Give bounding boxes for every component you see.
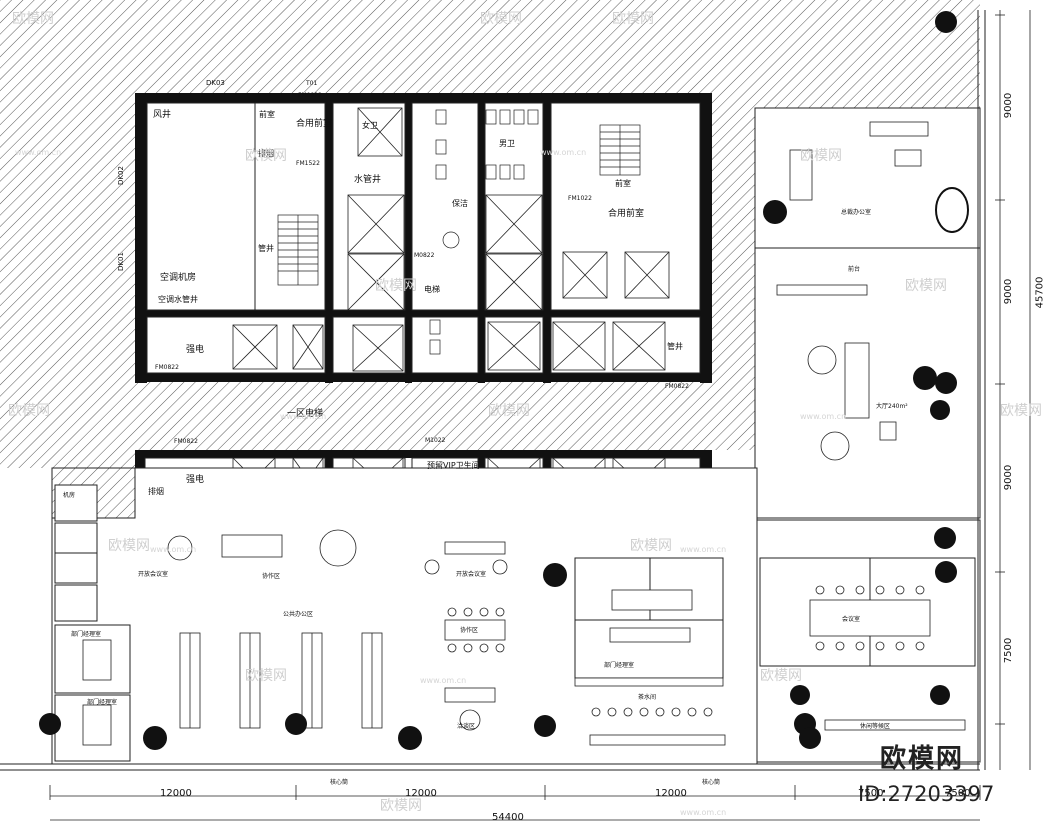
desk-clusters	[82, 121, 966, 746]
round-tables	[167, 345, 925, 731]
dim-bottom-total: 54400	[492, 812, 524, 823]
watermark-brand: 欧模网	[880, 744, 965, 774]
stairs	[277, 124, 641, 286]
code-fm0822-3: FM0822	[174, 438, 198, 445]
code-fm1522: FM1522	[296, 160, 320, 167]
room-label-server-room: 机房	[63, 492, 76, 499]
watermark-tile: 欧模网	[905, 278, 947, 294]
watermark-tile: 欧模网	[630, 538, 672, 554]
room-label-negotiation-area: 洽谈区	[457, 723, 476, 730]
room-label-manager-office-1: 部门经理室	[71, 631, 102, 638]
room-label-collab-area-1: 协作区	[262, 573, 281, 580]
dim-bottom-5: 7500	[945, 788, 971, 799]
room-label-smoke-1: 排烟	[258, 149, 274, 158]
code-m1022: M1022	[425, 437, 446, 444]
dim-bottom-3: 12000	[655, 788, 687, 799]
room-label-smoke-2: 排烟	[148, 487, 164, 496]
room-label-anteroom: 前室	[259, 110, 275, 119]
room-label-mens-restroom: 男卫	[499, 139, 515, 148]
watermark-tile: 欧模网	[245, 668, 287, 684]
curtain-wall	[0, 10, 986, 771]
room-label-collab-area-2: 协作区	[460, 627, 479, 634]
watermark-url: www.om.cn	[540, 148, 587, 157]
room-label-open-meeting-1: 开放会议室	[138, 571, 169, 578]
watermark-url: www.om.cn	[680, 808, 727, 817]
room-label-zone-1-elevators: 一区电梯	[287, 409, 324, 419]
dim-right-3: 9000	[1003, 464, 1015, 491]
watermark-url: www.om.cn	[280, 412, 327, 421]
room-label-open-meeting-2: 开放会议室	[456, 571, 487, 578]
code-m0822: M0822	[414, 252, 435, 259]
room-label-shared-anteroom-2: 合用前室	[608, 209, 645, 219]
watermark-tile: 欧模网	[480, 11, 522, 27]
watermark-tile: 欧模网	[380, 798, 422, 814]
room-label-womens-restroom: 女卫	[362, 121, 378, 130]
code-fm1022: FM1022	[568, 195, 592, 202]
code-fm0822-1: FM0822	[298, 92, 322, 99]
room-label-pantry: 茶水间	[638, 694, 657, 701]
axis-mark-2: 核心筒	[702, 779, 721, 786]
code-dk01: DK01	[116, 252, 125, 271]
dim-bottom-4: 7500	[858, 788, 884, 799]
room-label-electrical-1: 强电	[186, 345, 205, 355]
code-dk03: DK03	[206, 79, 225, 87]
watermark-url: www.om.cn	[150, 545, 197, 554]
code-t01: T01	[306, 80, 318, 87]
room-label-shared-anteroom-1: 合用前室	[296, 119, 333, 129]
room-label-meeting-room: 会议室	[842, 616, 861, 623]
room-label-manager-office-2: 部门经理室	[87, 699, 118, 706]
watermark-url: www.om.cn	[800, 412, 847, 421]
dim-right-1: 9000	[1003, 92, 1015, 119]
code-fm0822-2: FM0822	[155, 364, 179, 371]
watermark-tile: 欧模网	[8, 403, 50, 419]
room-label-pipe-shaft-left: 管井	[258, 244, 274, 253]
watermark-tile: 欧模网	[800, 148, 842, 164]
watermark-url: www.om.cn	[420, 676, 467, 685]
room-label-water-shaft: 水管井	[354, 175, 382, 185]
axis-mark-1: 核心筒	[330, 779, 349, 786]
room-label-ac-room: 空调机房	[160, 273, 197, 283]
watermark-tile: 欧模网	[108, 538, 150, 554]
room-label-lounge: 休闲等候区	[860, 723, 891, 730]
room-label-anteroom-2: 前室	[615, 179, 631, 188]
dim-right-4: 7500	[1003, 637, 1015, 664]
room-label-vip-restroom: 预留VIP卫生间	[427, 461, 480, 470]
room-label-pipe-shaft-right: 管井	[667, 342, 683, 351]
watermark-tile: 欧模网	[760, 668, 802, 684]
lower-office	[51, 467, 976, 765]
toilet-fixtures	[429, 109, 539, 355]
room-label-ac-pipe-shaft: 空调水管井	[158, 295, 198, 304]
structural-columns	[39, 11, 969, 737]
code-dk02: DK02	[116, 166, 125, 185]
room-label-electrical-2: 强电	[186, 475, 205, 485]
dim-right-2: 9000	[1003, 278, 1015, 305]
room-label-public-office: 公共办公区	[283, 611, 314, 618]
dim-bottom-1: 12000	[160, 788, 192, 799]
room-label-manager-office-3: 部门经理室	[604, 662, 635, 669]
room-label-reception: 前台	[848, 266, 861, 273]
watermark-tile: 欧模网	[375, 278, 417, 294]
watermark-url: www.om.cn	[680, 545, 727, 554]
room-label-ceo-office: 总裁办公室	[841, 209, 872, 216]
watermark-id: ID:27203397	[858, 782, 995, 806]
dim-bottom-2: 12000	[405, 788, 437, 799]
watermark-tile: 欧模网	[12, 11, 54, 27]
room-label-cleaning: 保洁	[452, 199, 468, 208]
dim-right-total: 45700	[1034, 276, 1046, 309]
room-label-lobby: 大厅240m²	[876, 403, 908, 410]
room-label-wind-shaft: 风井	[153, 110, 172, 120]
watermark-tile: 欧模网	[612, 11, 654, 27]
watermark-tile: 欧模网	[245, 148, 287, 164]
watermark-url: www.om.cn	[15, 148, 62, 157]
dimension-lines	[49, 10, 1031, 821]
plants	[143, 200, 956, 750]
watermark-tile: 欧模网	[488, 403, 530, 419]
watermark-tile: 欧模网	[1000, 403, 1042, 419]
code-fm0822-4: FM0822	[665, 383, 689, 390]
room-label-elevator-lobby: 电梯	[424, 285, 440, 294]
